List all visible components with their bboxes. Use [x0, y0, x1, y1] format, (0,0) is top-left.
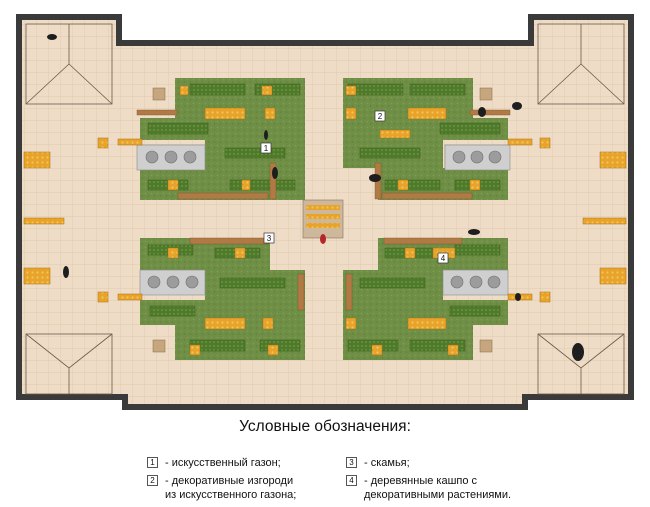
corner-skylights — [25, 23, 625, 395]
legend-text-4b: декоративными растениями. — [364, 489, 512, 501]
wooden-benches — [136, 109, 511, 311]
svg-text:3: 3 — [267, 234, 272, 243]
legend-item-3: 3 - скамья; — [346, 456, 410, 470]
legend-marker-2: 2 — [147, 475, 158, 486]
people-figures — [47, 34, 584, 361]
svg-text:2: 2 — [378, 112, 383, 121]
legend-marker-1: 1 — [147, 457, 158, 468]
legend-item-1: 1 - искусственный газон; — [147, 456, 281, 470]
plan-marker-2: 2 — [374, 110, 386, 122]
legend-text-3: - скамья; — [364, 457, 410, 469]
plan-marker-1: 1 — [260, 142, 272, 154]
plan-marker-4: 4 — [437, 252, 449, 264]
small-tables — [152, 87, 493, 353]
svg-text:4: 4 — [441, 254, 446, 263]
seating-blocks — [136, 144, 511, 296]
legend-text-2b: из искусственного газона; — [165, 489, 297, 501]
legend-marker-4: 4 — [346, 475, 357, 486]
legend-marker-3: 3 — [346, 457, 357, 468]
central-bench-group — [302, 199, 344, 239]
legend-text-4: - деревянные кашпо с — [364, 475, 478, 487]
svg-text:1: 1 — [264, 144, 269, 153]
plan-marker-3: 3 — [263, 232, 275, 244]
legend-item-2: 2 - декоративные изгороди из искусственно… — [147, 474, 296, 502]
roof-terrace-plan: 1 2 3 4 — [16, 14, 634, 410]
legend-title: Условные обозначения: — [239, 418, 411, 435]
legend-item-4: 4 - деревянные кашпо с декоративными раст… — [346, 474, 511, 502]
legend-text-2: - декоративные изгороди — [165, 475, 294, 487]
legend-text-1: - искусственный газон; — [165, 457, 281, 469]
